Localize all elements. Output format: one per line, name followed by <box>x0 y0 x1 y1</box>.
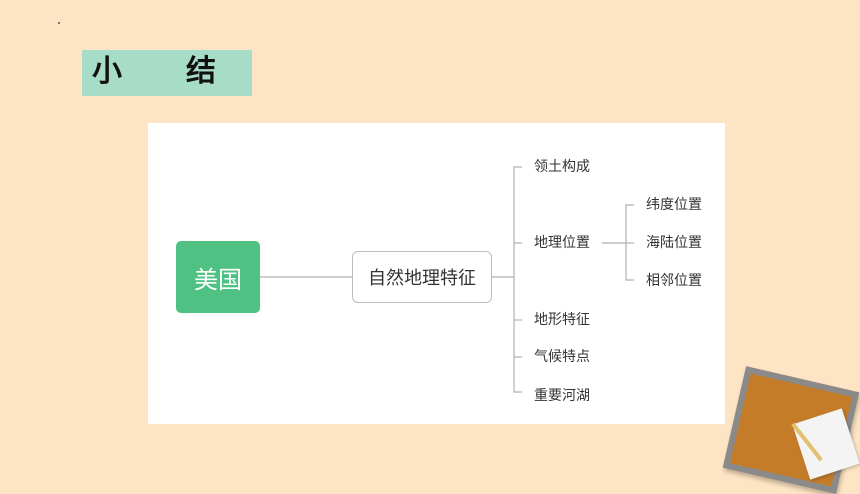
title-background <box>82 50 252 96</box>
child-node: 自然地理特征 <box>352 251 492 303</box>
sub-branch-latitude: 纬度位置 <box>646 197 702 213</box>
sub-branch-sea-land: 海陆位置 <box>646 235 702 251</box>
branch-terrain: 地形特征 <box>534 312 590 328</box>
mind-map: 美国 自然地理特征 领土构成 地理位置 地形特征 气候特点 重要河湖 纬度位置 … <box>148 123 725 424</box>
root-node: 美国 <box>176 241 260 313</box>
sub-branch-neighbors: 相邻位置 <box>646 273 702 289</box>
mind-map-connectors <box>260 166 634 393</box>
branch-rivers-lakes: 重要河湖 <box>534 388 590 404</box>
branch-climate: 气候特点 <box>534 349 590 365</box>
decorative-dot <box>58 22 60 24</box>
branch-location: 地理位置 <box>534 235 590 251</box>
page-title-part-1: 小 <box>92 54 122 89</box>
connector-branch-bracket <box>513 166 522 393</box>
branch-territory: 领土构成 <box>534 159 590 175</box>
page-title-part-2: 结 <box>186 54 216 89</box>
